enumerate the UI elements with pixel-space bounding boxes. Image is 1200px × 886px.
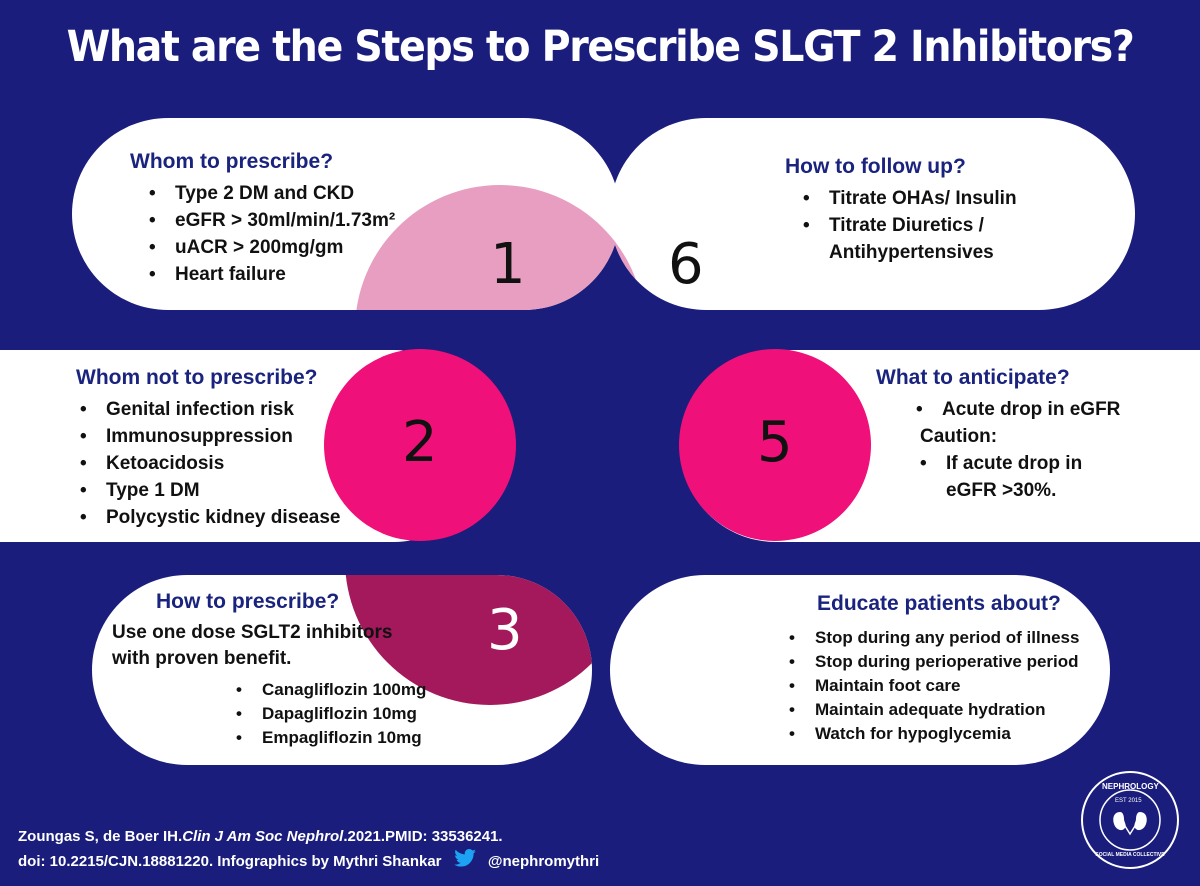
step-number-5: 5 (757, 410, 793, 475)
doi-line: doi: 10.2215/CJN.18881220. Infographics … (18, 849, 599, 875)
step-2-item: Genital infection risk (76, 396, 340, 423)
logo-est-text: EST 2015 (1115, 798, 1142, 804)
twitter-handle[interactable]: @nephromythri (487, 852, 600, 870)
pill-3-fill (345, 575, 592, 705)
step-number-2: 2 (402, 410, 438, 475)
step-2-heading: Whom not to prescribe? (76, 366, 318, 389)
pill-1-fill (355, 185, 620, 310)
step-6-item: Titrate OHAs/ Insulin (799, 185, 1029, 212)
step-6-item: Titrate Diuretics / Antihypertensives (799, 212, 1019, 266)
step-6-panel: How to follow up? Titrate OHAs/ Insulin … (785, 155, 1029, 266)
logo-bottom-text: SOCIAL MEDIA COLLECTIVE (1095, 852, 1165, 858)
step-2-item: Polycystic kidney disease (76, 504, 340, 531)
step-1-heading: Whom to prescribe? (130, 150, 334, 173)
nephrology-logo: NEPHROLOGY EST 2015 SOCIAL MEDIA COLLECT… (1080, 770, 1180, 875)
step-number-1: 1 (490, 232, 526, 297)
step-5-item: Acute drop in eGFR (912, 396, 1120, 423)
step-5-panel: What to anticipate? Acute drop in eGFR C… (876, 366, 1120, 504)
circle-5 (679, 349, 871, 541)
step-2-item: Immunosuppression (76, 423, 340, 450)
step-1-panel: Whom to prescribe? Type 2 DM and CKD eGF… (130, 150, 395, 288)
citation-line: Zoungas S, de Boer IH.Clin J Am Soc Neph… (18, 825, 599, 849)
step-1-item: uACR > 200mg/gm (145, 234, 395, 261)
citation-authors: Zoungas S, de Boer IH. (18, 828, 183, 845)
step-number-3: 3 (487, 598, 523, 663)
step-1-item: Type 2 DM and CKD (145, 180, 395, 207)
step-number-6: 6 (668, 232, 704, 297)
step-2-item: Ketoacidosis (76, 450, 340, 477)
step-3-heading: How to prescribe? (156, 590, 340, 613)
step-5-caution-item: If acute drop in eGFR >30%. (916, 450, 1116, 504)
step-4-panel: Educate patients about? Stop during any … (785, 592, 1079, 746)
step-3-intro: Use one dose SGLT2 inhibitors with prove… (112, 622, 393, 669)
citation-journal: Clin J Am Soc Nephrol (182, 828, 344, 845)
step-5-heading: What to anticipate? (876, 366, 1070, 389)
step-4-item: Maintain adequate hydration (785, 698, 1079, 722)
page-title: What are the Steps to Prescribe SLGT 2 I… (66, 22, 1135, 72)
step-4-item: Watch for hypoglycemia (785, 722, 1079, 746)
twitter-bird-icon (453, 849, 476, 875)
step-1-item: Heart failure (145, 261, 395, 288)
step-3-item: Empagliflozin 10mg (232, 726, 426, 750)
step-4-item: Stop during any period of illness (785, 626, 1079, 650)
step-4-item: Maintain foot care (785, 674, 1079, 698)
step-3-panel: How to prescribe? Use one dose SGLT2 inh… (112, 590, 426, 750)
step-3-item: Dapagliflozin 10mg (232, 702, 426, 726)
step-6-heading: How to follow up? (785, 155, 966, 178)
logo-top-text: NEPHROLOGY (1102, 782, 1159, 791)
circle-2 (324, 349, 516, 541)
citation-footer: Zoungas S, de Boer IH.Clin J Am Soc Neph… (18, 825, 599, 875)
step-1-item: eGFR > 30ml/min/1.73m² (145, 207, 395, 234)
step-4-item: Stop during perioperative period (785, 650, 1079, 674)
step-5-caution-label: Caution: (920, 426, 998, 447)
step-number-4: 4 (670, 598, 706, 663)
step-3-item: Canagliflozin 100mg (232, 678, 426, 702)
step-2-panel: Whom not to prescribe? Genital infection… (76, 366, 340, 531)
step-2-item: Type 1 DM (76, 477, 340, 504)
citation-rest: .2021.PMID: 33536241. (343, 828, 503, 845)
step-4-heading: Educate patients about? (817, 592, 1061, 615)
doi-text: doi: 10.2215/CJN.18881220. Infographics … (18, 852, 442, 870)
